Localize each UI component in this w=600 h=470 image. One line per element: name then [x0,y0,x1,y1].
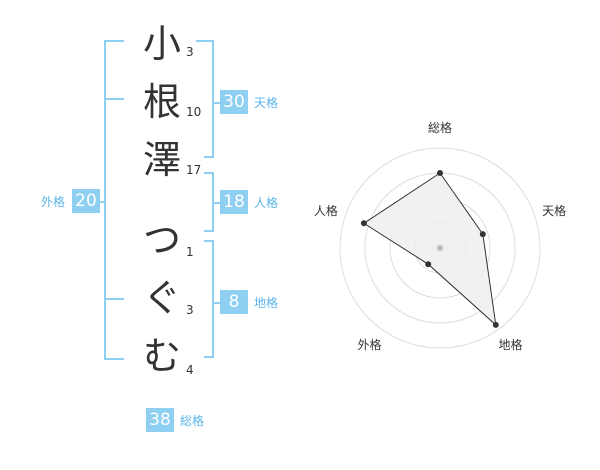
tenkaku-bracket-top [196,40,214,42]
gaikaku-connector [96,201,106,203]
soukaku-label: 総格 [180,414,205,428]
radar-axis-label-1: 総格 [428,120,452,135]
given-stroke-1: 1 [186,245,194,259]
radar-axis-label-5: 人格 [314,203,338,218]
given-char-1: つ [142,218,181,262]
radar-chart-container: 総格天格地格 外格 人格 [300,110,580,370]
name-diagram: 小 根 澤 つ ぐ む 3 10 17 1 3 4 外格 20 30 天格 18… [41,22,279,432]
radar-point-5 [360,220,367,227]
tenkaku-connector [212,102,222,104]
given-char-2: ぐ [142,276,181,320]
tenkaku-label: 天格 [254,96,279,110]
surname-char-1: 小 [142,22,181,66]
radar-axis-label-4: 外格 [357,337,381,352]
soukaku-value: 38 [146,408,174,432]
radar-point-2 [479,231,486,238]
chikaku-bracket [212,240,214,358]
radar-axis-label-2: 天格 [542,203,566,218]
chikaku-value: 8 [220,290,248,314]
radar-axis-label-3: 地格 [498,337,522,352]
radar-series-area [362,172,497,327]
jinkaku-label: 人格 [254,196,279,210]
tenkaku-bracket [212,40,214,158]
surname-stroke-1: 3 [186,45,194,59]
jinkaku-value: 18 [220,190,248,214]
surname-char-3: 澤 [142,138,181,182]
gaikaku-bracket-bottom [104,358,124,360]
gaikaku-value: 20 [72,189,100,213]
radar-point-4 [425,261,432,268]
gaikaku-bracket-tick [104,98,124,100]
jinkaku-connector [212,202,222,204]
chikaku-bracket-bottom [204,356,214,358]
radar-center-dot [437,245,443,251]
gaikaku-bracket-top [104,40,124,42]
gaikaku-label: 外格 [41,195,66,209]
surname-char-2: 根 [142,80,181,124]
jinkaku-bracket-top [204,172,214,174]
radar-point-3 [492,321,499,328]
radar-grid-ring [339,147,541,349]
given-stroke-2: 3 [186,303,194,317]
given-char-3: む [142,334,181,378]
radar-point-1 [437,170,443,176]
surname-stroke-3: 17 [186,163,202,177]
gaikaku-bracket-tick [104,298,124,300]
chikaku-bracket-top [204,240,214,242]
gaikaku-bracket [104,40,106,360]
chikaku-connector [212,302,222,304]
tenkaku-bracket-bottom [204,156,214,158]
chikaku-label: 地格 [254,296,279,310]
given-stroke-3: 4 [186,363,194,377]
jinkaku-bracket-bottom [204,230,214,232]
surname-stroke-2: 10 [186,105,202,119]
tenkaku-value: 30 [220,90,248,114]
